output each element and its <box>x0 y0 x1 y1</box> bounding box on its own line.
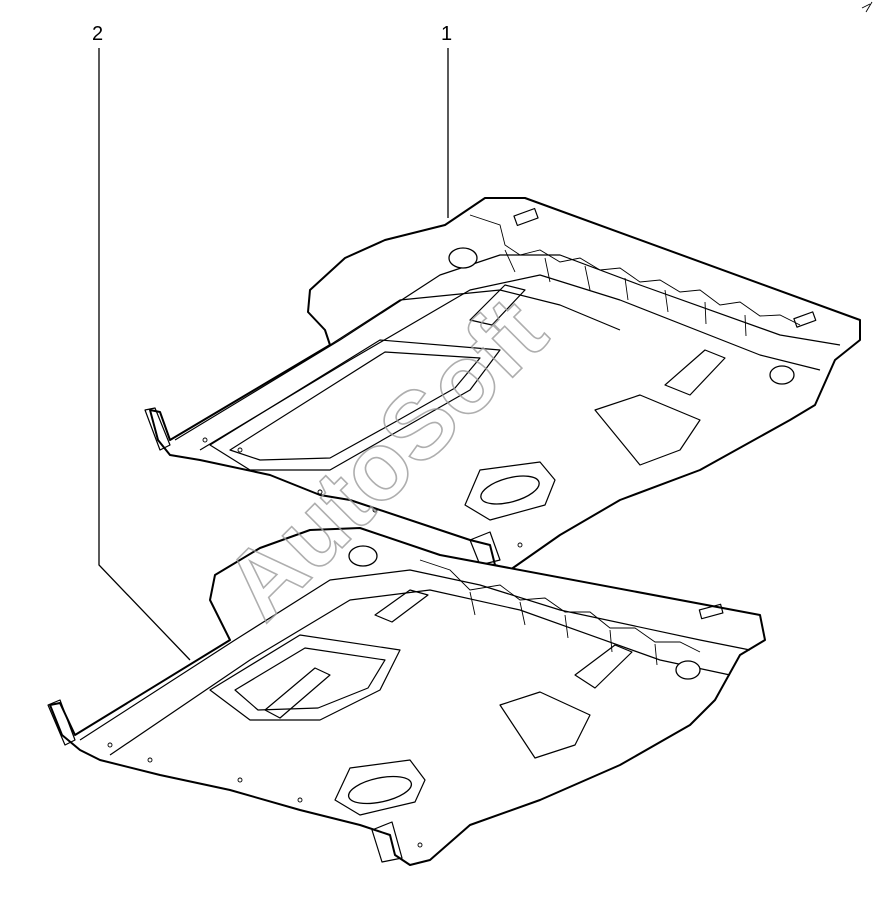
callout-1-label: 1 <box>441 23 452 45</box>
callout-2: 2 <box>92 23 191 661</box>
callout-1: 1 <box>441 23 452 218</box>
part-2-skid-plate <box>47 527 766 866</box>
callout-2-leader <box>98 48 191 661</box>
part-1-skid-plate <box>144 197 861 571</box>
corner-mark <box>861 1 873 13</box>
callout-2-label: 2 <box>92 23 103 45</box>
